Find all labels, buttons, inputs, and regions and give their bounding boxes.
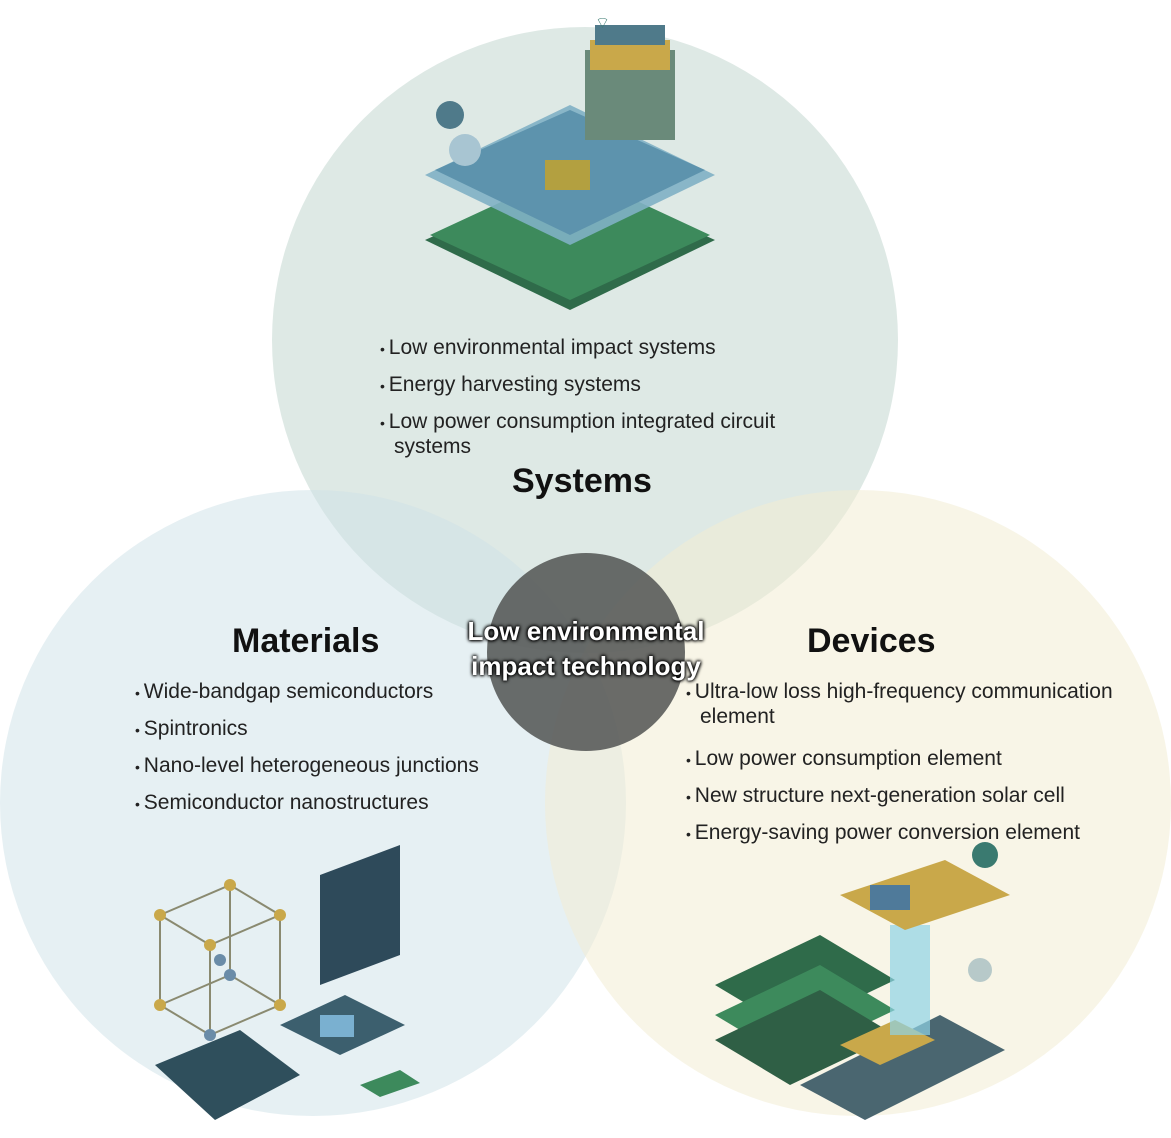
materials-list: Wide-bandgap semiconductors Spintronics … [135, 674, 515, 822]
materials-item: Spintronics [135, 711, 515, 748]
core-circle [487, 553, 685, 751]
materials-title: Materials [232, 622, 380, 660]
systems-item: Energy harvesting systems [380, 367, 800, 404]
materials-lattice-illustration [154, 845, 420, 1120]
systems-title: Systems [512, 462, 652, 500]
devices-item: Low power consumption element [686, 741, 1136, 778]
devices-item: New structure next-generation solar cell [686, 778, 1136, 815]
devices-title: Devices [807, 622, 936, 660]
materials-item: Semiconductor nanostructures [135, 785, 515, 822]
svg-text:⌔: ⌔ [595, 15, 610, 32]
systems-item: Low environmental impact systems [380, 330, 800, 367]
devices-list: Ultra-low loss high-frequency communicat… [686, 680, 1136, 852]
devices-chip-illustration [715, 842, 1010, 1120]
systems-circuit-illustration: ⌔ [425, 15, 715, 310]
systems-item: Low power consumption integrated circuit… [380, 410, 794, 459]
devices-item: Energy-saving power conversion element [686, 815, 1136, 852]
materials-item: Nano-level heterogeneous junctions [135, 748, 515, 785]
devices-item: Ultra-low loss high-frequency communicat… [686, 680, 1136, 729]
systems-list: Low environmental impact systems Energy … [380, 330, 800, 471]
materials-item: Wide-bandgap semiconductors [135, 674, 515, 711]
